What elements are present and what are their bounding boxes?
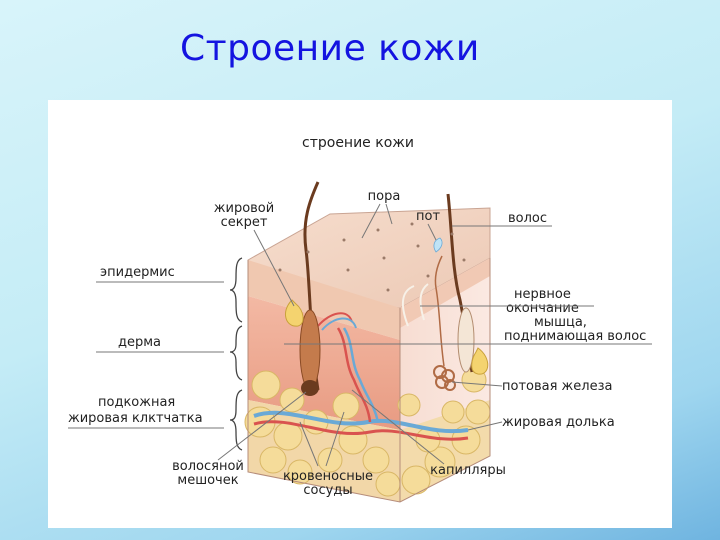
label-fat-secretion-line2: секрет: [221, 215, 268, 230]
skin-block: [244, 181, 491, 503]
skin-structure-diagram: строение кожи: [68, 135, 652, 503]
slide-title: Строение кожи: [180, 28, 480, 69]
label-pore: пора: [368, 189, 401, 204]
label-capillaries: капилляры: [430, 463, 506, 478]
label-subcutaneous-line2: жировая клктчатка: [68, 411, 203, 426]
dermis-brace: [229, 325, 243, 381]
label-nerve-ending-line2: окончание: [506, 301, 579, 316]
label-fat-lobule: жировая долька: [502, 415, 615, 430]
label-hair: волос: [508, 211, 547, 226]
subcutaneous-brace: [229, 389, 243, 451]
diagram-title: строение кожи: [302, 135, 414, 151]
label-muscle-line1: мышца,: [534, 315, 587, 330]
label-dermis: дерма: [118, 335, 161, 350]
label-sweat: пот: [416, 209, 440, 224]
label-hair-follicle-line2: мешочек: [177, 473, 238, 488]
label-sweat-gland: потовая железа: [502, 379, 612, 394]
label-fat-secretion-line1: жировой: [214, 201, 274, 216]
label-epidermis: эпидермис: [100, 265, 175, 280]
epidermis-brace: [229, 257, 243, 323]
diagram-panel: строение кожи: [48, 100, 672, 528]
label-blood-vessels-line2: сосуды: [303, 483, 352, 498]
label-hair-follicle-line1: волосяной: [172, 459, 244, 474]
label-muscle-line2: поднимающая волос: [504, 329, 646, 344]
label-nerve-ending-line1: нервное: [514, 287, 571, 302]
label-blood-vessels-line1: кровеносные: [283, 469, 373, 484]
label-subcutaneous-line1: подкожная: [98, 395, 175, 410]
